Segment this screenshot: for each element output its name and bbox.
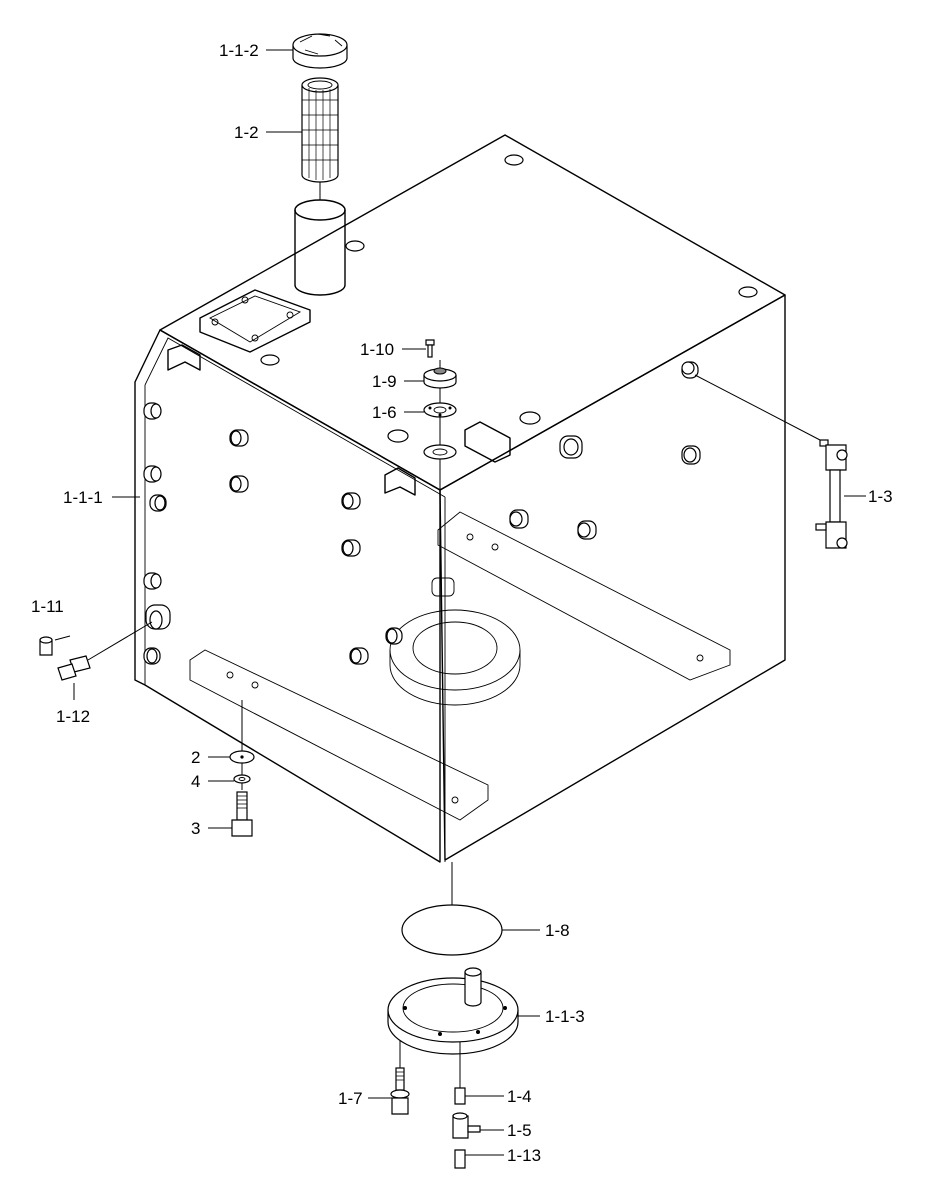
washers-and-bolt	[229, 700, 255, 837]
level-gauge	[694, 374, 848, 549]
label-hose-nipple: 1-13	[507, 1146, 541, 1165]
label-tank-body: 1-1-1	[63, 488, 103, 507]
label-level-gauge: 1-3	[868, 487, 893, 506]
bottom-cover	[387, 967, 519, 1055]
label-washer-small: 4	[191, 772, 200, 791]
label-nipple: 1-4	[507, 1087, 532, 1106]
breather-stack	[423, 339, 457, 860]
strainer	[301, 77, 339, 183]
label-drain-valve: 1-5	[507, 1121, 532, 1140]
label-cover-plate: 1-9	[372, 372, 397, 391]
bracket-center	[384, 467, 416, 496]
tank-body	[134, 134, 786, 863]
label-cap: 1-1-2	[219, 41, 259, 60]
filler-neck	[294, 199, 346, 296]
leader-lines	[73, 49, 866, 1156]
label-gasket-bottom: 1-8	[545, 921, 570, 940]
bracket-left	[167, 344, 201, 371]
label-air-breather-bolt: 1-10	[360, 340, 394, 359]
bracket-right	[464, 421, 511, 463]
label-drain-bolt: 1-7	[338, 1089, 363, 1108]
label-bolt: 3	[191, 819, 200, 838]
label-washer-large: 2	[191, 748, 200, 767]
label-fitting: 1-12	[56, 707, 90, 726]
filler-cap	[292, 33, 348, 69]
bottom-gasket	[401, 904, 503, 956]
label-strainer: 1-2	[234, 123, 259, 142]
top-bosses	[260, 154, 758, 443]
top-manhole-plate	[199, 289, 311, 353]
label-gasket-top: 1-6	[372, 403, 397, 422]
drain-bolt	[390, 1040, 410, 1115]
label-plug: 1-11	[31, 597, 64, 616]
left-face-bosses	[143, 402, 403, 665]
label-bottom-cover: 1-1-3	[545, 1007, 585, 1026]
right-face-bosses	[509, 361, 701, 540]
drain-valve-assembly	[452, 1042, 481, 1169]
plug-and-fitting	[39, 621, 153, 681]
